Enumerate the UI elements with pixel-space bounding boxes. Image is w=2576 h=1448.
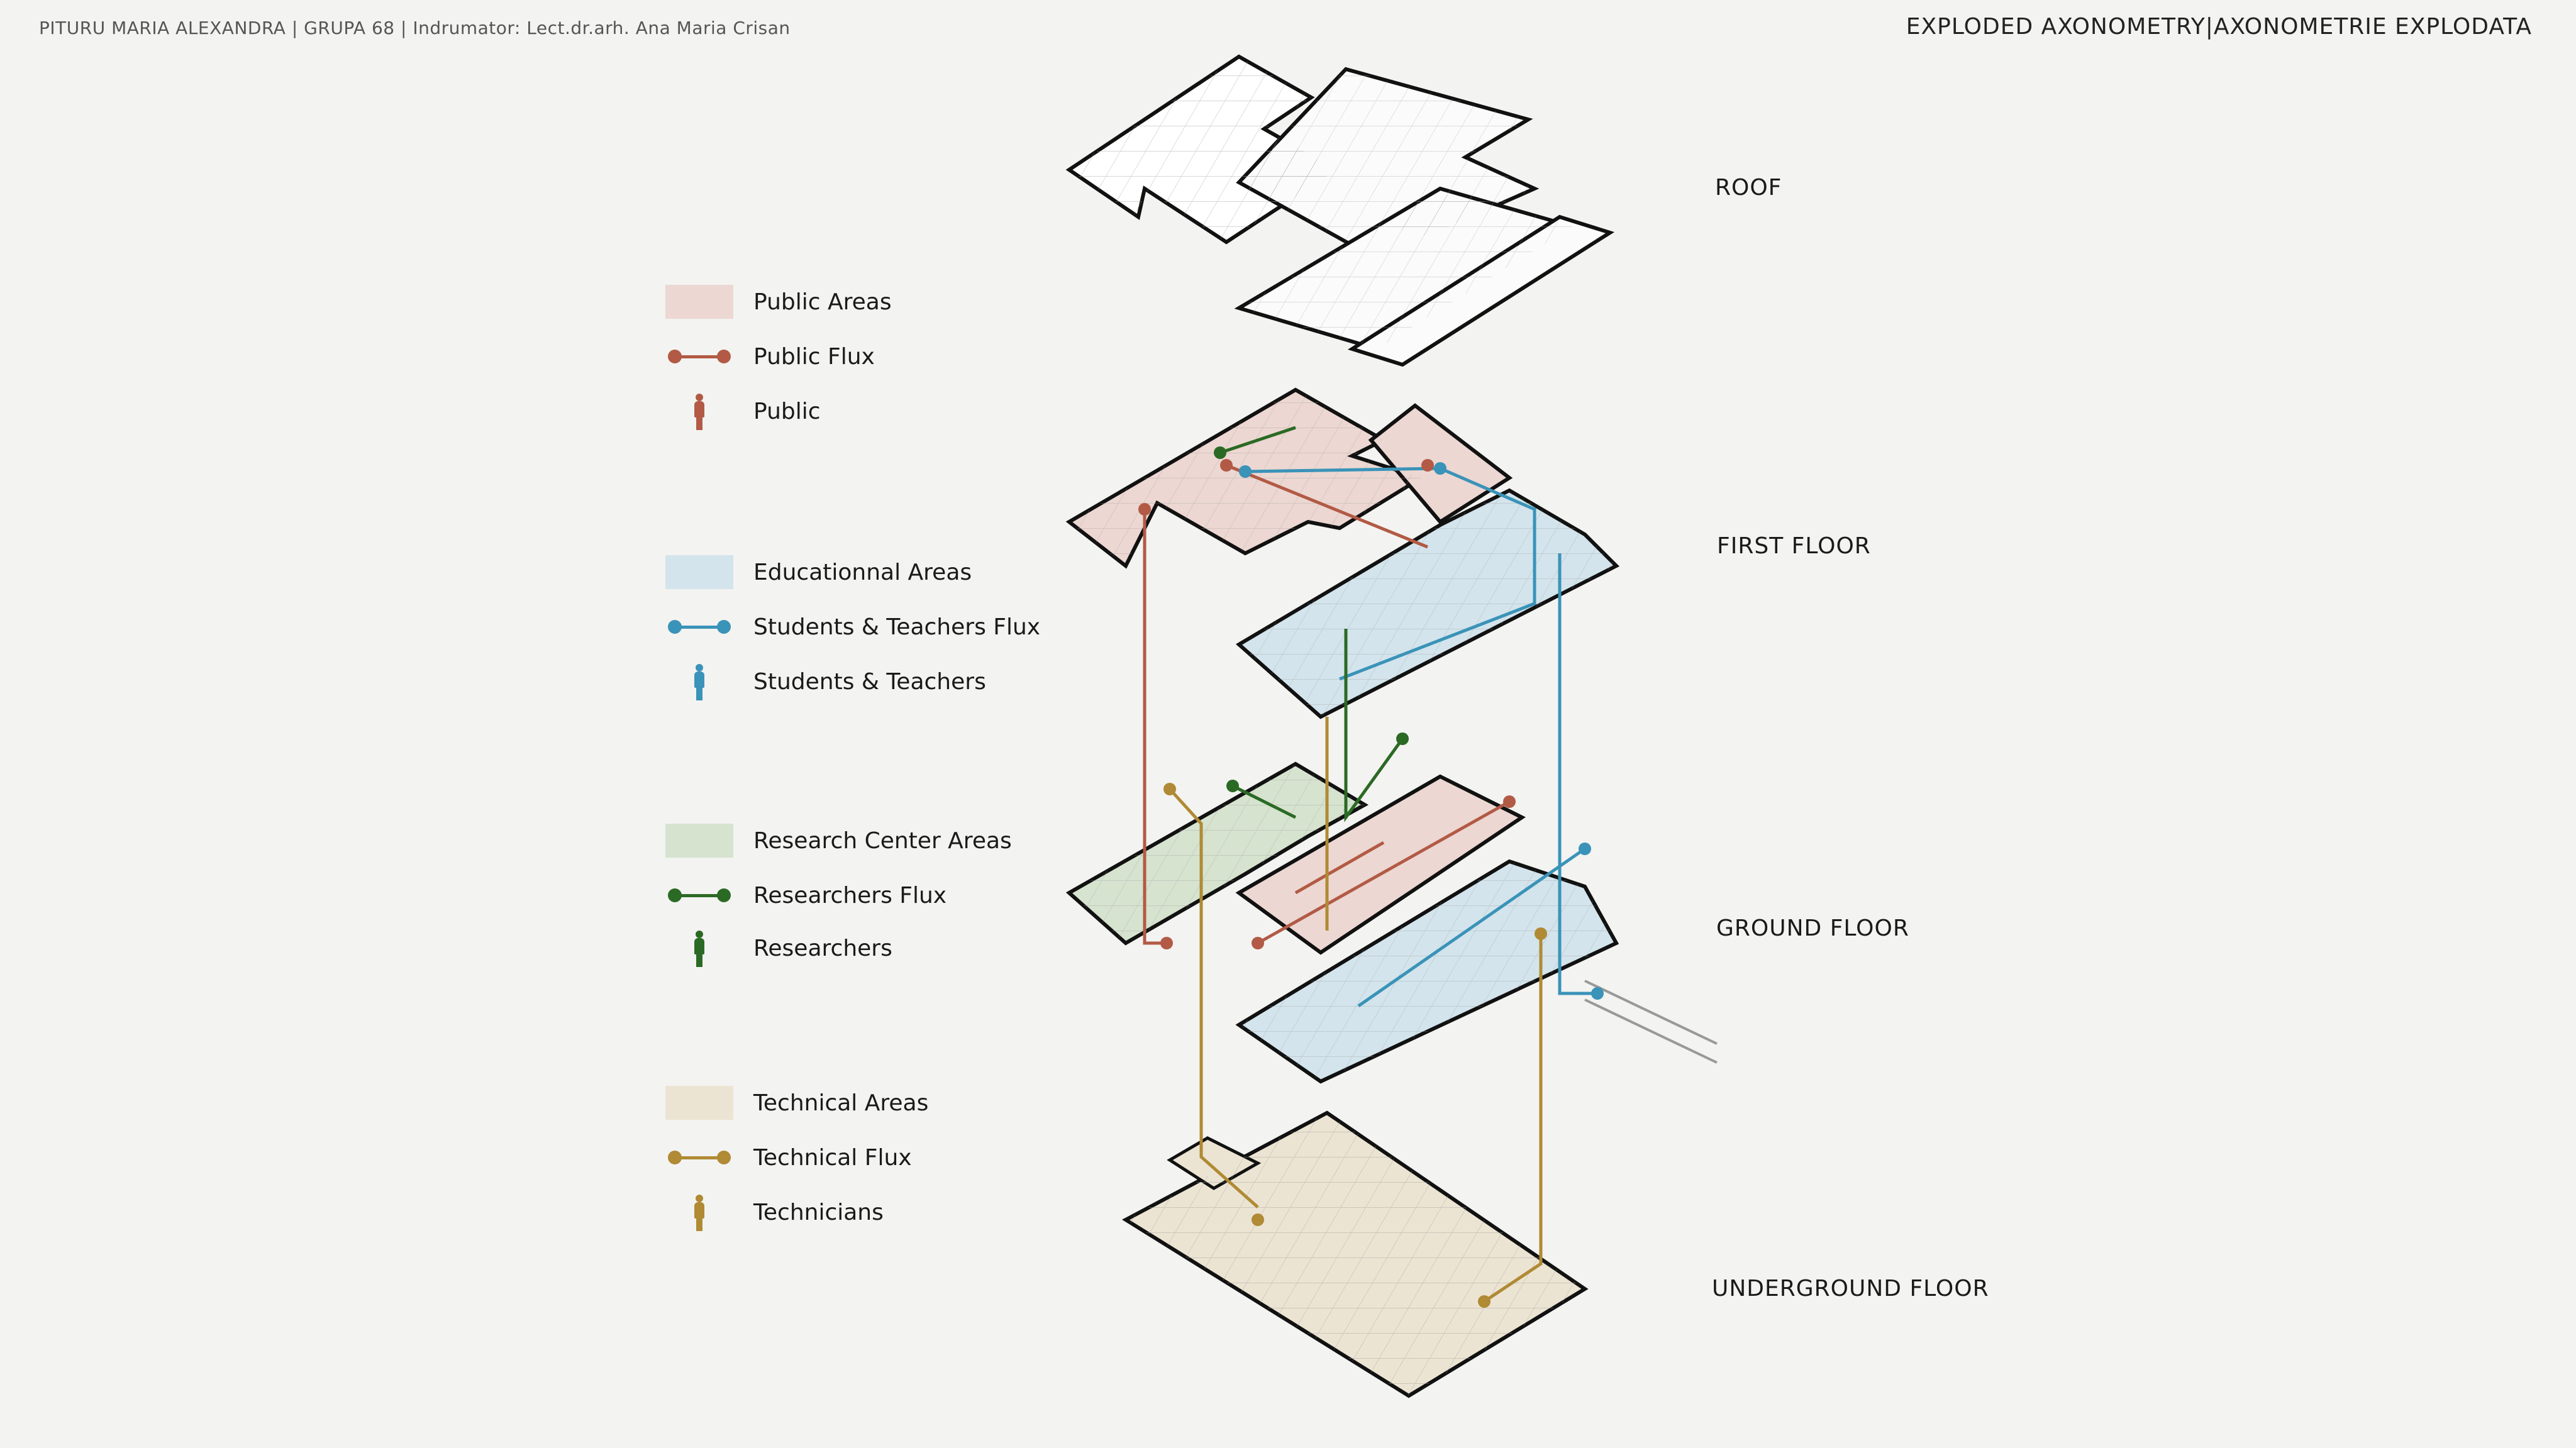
flux-endpoints: [1138, 446, 1604, 1308]
author-header: PITURU MARIA ALEXANDRA | GRUPA 68 | Indr…: [39, 18, 791, 38]
public-flux-icon: [665, 340, 733, 373]
research-flux-lines: [1219, 426, 1404, 822]
legend-technicians: Technicians: [665, 1193, 884, 1231]
legend-label: Students & Teachers Flux: [753, 614, 1041, 640]
legend-public-flux: Public Flux: [665, 338, 875, 375]
legend-label: Public Flux: [753, 343, 875, 370]
technical-area-swatch: [665, 1086, 733, 1120]
researcher-person-icon: [665, 929, 733, 967]
legend-label: Technical Areas: [753, 1090, 929, 1116]
technical-flux-icon: [665, 1141, 733, 1174]
legend-researchers: Researchers: [665, 929, 892, 967]
legend-label: Technicians: [753, 1199, 884, 1225]
public-flux-lines: [1143, 463, 1511, 945]
legend-public-areas: Public Areas: [665, 283, 892, 321]
legend-research-areas: Research Center Areas: [665, 822, 1012, 859]
floor-label-ground: GROUND FLOOR: [1716, 915, 1909, 941]
legend-technical-areas: Technical Areas: [665, 1084, 928, 1122]
educational-flux-lines: [1245, 467, 1597, 1008]
legend-label: Students & Teachers: [753, 668, 986, 695]
floor-label-underground: UNDERGROUND FLOOR: [1712, 1276, 1989, 1302]
legend-students: Students & Teachers: [665, 663, 986, 700]
legend-label: Educationnal Areas: [753, 559, 972, 585]
floor-label-roof: ROOF: [1715, 175, 1782, 201]
public-area-swatch: [665, 285, 733, 319]
legend-public: Public: [665, 392, 821, 430]
research-area-swatch: [665, 824, 733, 858]
students-flux-icon: [665, 610, 733, 644]
legend-label: Public Areas: [753, 289, 892, 315]
technical-flux-lines: [1169, 717, 1543, 1303]
legend-label: Researchers Flux: [753, 882, 947, 909]
legend-technical-flux: Technical Flux: [665, 1139, 912, 1176]
legend-educational-areas: Educationnal Areas: [665, 553, 972, 591]
public-person-icon: [665, 392, 733, 430]
roof-floor-plate: [1065, 54, 1615, 367]
floor-label-first: FIRST FLOOR: [1717, 533, 1871, 559]
sheet-title: EXPLODED AXONOMETRY|AXONOMETRIE EXPLODAT…: [1906, 14, 2532, 40]
legend-label: Researchers: [753, 935, 892, 961]
researchers-flux-icon: [665, 878, 733, 912]
educational-area-swatch: [665, 555, 733, 589]
ground-floor-plate: [1065, 761, 1718, 1084]
legend-label: Technical Flux: [753, 1144, 912, 1171]
technician-person-icon: [665, 1193, 733, 1231]
legend-label: Public: [753, 398, 821, 424]
student-person-icon: [665, 663, 733, 700]
legend-students-flux: Students & Teachers Flux: [665, 608, 1040, 646]
legend-label: Research Center Areas: [753, 827, 1012, 854]
underground-floor-plate: [1121, 1110, 1589, 1398]
legend-researchers-flux: Researchers Flux: [665, 876, 947, 914]
